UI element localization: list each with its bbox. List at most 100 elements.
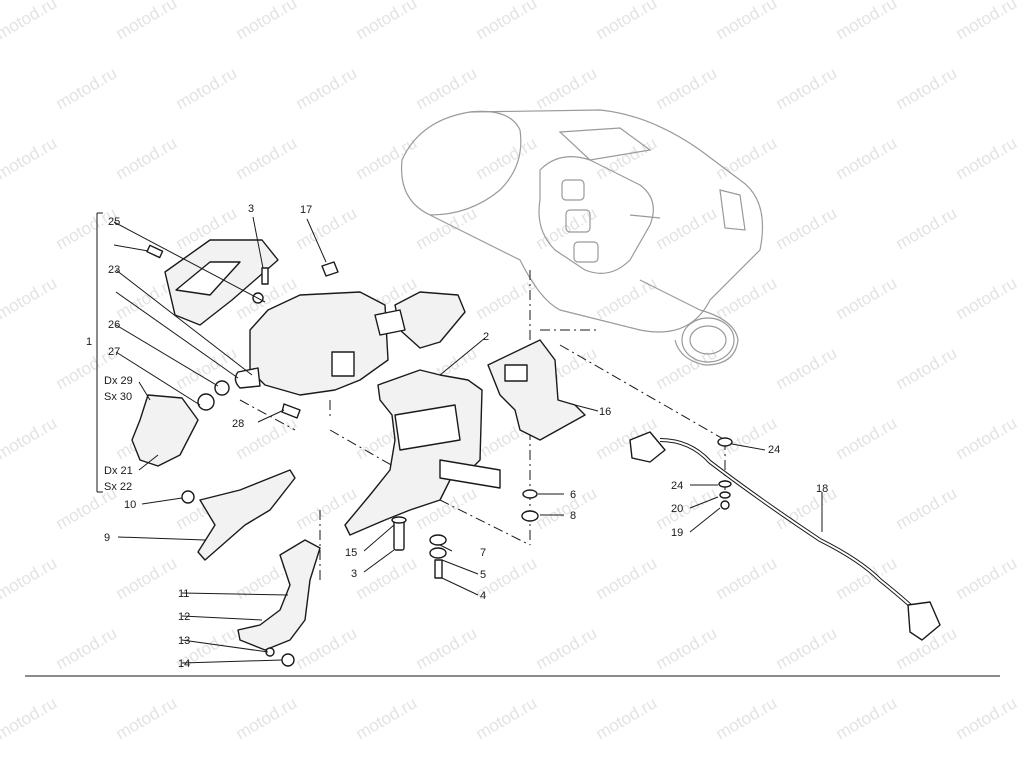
watermark-text: motod.ru	[653, 63, 721, 113]
watermark-text: motod.ru	[233, 133, 301, 183]
callout-26: 26	[108, 319, 120, 331]
watermark-text: motod.ru	[893, 203, 961, 253]
lamp-nozzle	[234, 367, 261, 389]
watermark-text: motod.ru	[773, 343, 841, 393]
callout-10: 10	[124, 499, 136, 511]
watermark-text: motod.ru	[173, 63, 241, 113]
callout-7: 7	[480, 547, 486, 559]
callout-28: 28	[232, 418, 244, 430]
watermark-text: motod.ru	[0, 413, 60, 463]
watermark-text: motod.ru	[53, 203, 121, 253]
watermark-text: motod.ru	[233, 693, 301, 743]
callout-11: 11	[178, 588, 189, 600]
watermark-text: motod.ru	[953, 553, 1021, 603]
watermark-text: motod.ru	[113, 0, 181, 43]
callout-19: 19	[671, 527, 683, 539]
callout-sx22: Sx 22	[104, 481, 132, 493]
callout-5: 5	[480, 569, 486, 581]
bracket-16-slot	[504, 364, 528, 382]
callout-labels: 1 25 23 26 27 Dx 29 Sx 30 Dx 21 Sx 22 3 …	[86, 203, 828, 670]
watermark-text: motod.ru	[833, 273, 901, 323]
watermark-text: motod.ru	[833, 553, 901, 603]
watermark-text: motod.ru	[53, 63, 121, 113]
watermark-text: motod.ru	[533, 483, 601, 533]
callout-15: 15	[345, 547, 357, 559]
watermark-text: motod.ru	[353, 693, 421, 743]
watermark-text: motod.ru	[593, 273, 661, 323]
callout-18: 18	[816, 483, 828, 495]
fasteners	[146, 244, 733, 667]
watermark-text: motod.ru	[953, 0, 1021, 43]
watermark-text: motod.ru	[353, 133, 421, 183]
watermark-text: motod.ru	[233, 0, 301, 43]
watermark-text: motod.ru	[653, 483, 721, 533]
watermark-text: motod.ru	[653, 343, 721, 393]
callout-14: 14	[178, 658, 190, 670]
watermark-text: motod.ru	[0, 133, 60, 183]
watermark-text: motod.ru	[833, 413, 901, 463]
callout-2: 2	[483, 331, 489, 343]
watermark-text: motod.ru	[353, 0, 421, 43]
callout-23: 23	[108, 264, 120, 276]
o-ring-part	[197, 393, 215, 411]
watermark-text: motod.ru	[773, 63, 841, 113]
watermark-text: motod.ru	[833, 133, 901, 183]
callout-dx29: Dx 29	[104, 375, 133, 387]
plate-holder-window	[394, 404, 461, 451]
watermark-text: motod.ru	[593, 553, 661, 603]
watermark-text: motod.ru	[0, 0, 60, 43]
assembly-bracket	[96, 212, 103, 493]
callout-1: 1	[86, 336, 92, 348]
watermark-text: motod.ru	[713, 553, 781, 603]
side-light-stem	[374, 309, 406, 336]
callout-27: 27	[108, 346, 120, 358]
watermark-text: motod.ru	[533, 623, 601, 673]
watermark-text: motod.ru	[413, 63, 481, 113]
bulb-28-part	[281, 403, 301, 419]
tail-lamp-body-part	[249, 291, 389, 396]
watermark-text: motod.ru	[473, 0, 541, 43]
callout-3-bottom: 3	[351, 568, 357, 580]
callout-13: 13	[178, 635, 190, 647]
watermark-text: motod.ru	[833, 0, 901, 43]
callout-12: 12	[178, 611, 190, 623]
bracket-9-part	[197, 469, 296, 561]
watermark-text: motod.ru	[473, 133, 541, 183]
bracket-11-part	[237, 539, 321, 651]
watermark-text: motod.ru	[593, 0, 661, 43]
wiring-harness-part	[629, 431, 941, 641]
callout-sx30: Sx 30	[104, 391, 132, 403]
watermark-text: motod.ru	[353, 553, 421, 603]
callout-8: 8	[570, 510, 576, 522]
watermark-text: motod.ru	[653, 203, 721, 253]
plate-holder-tab	[439, 459, 501, 489]
watermark-text: motod.ru	[473, 693, 541, 743]
watermark-text: motod.ru	[413, 623, 481, 673]
watermark-text: motod.ru	[113, 553, 181, 603]
lamp-socket	[331, 351, 355, 377]
watermark-text: motod.ru	[713, 133, 781, 183]
callout-17: 17	[300, 204, 312, 216]
side-light-part	[394, 291, 466, 349]
callout-25: 25	[108, 216, 120, 228]
watermark-text: motod.ru	[53, 623, 121, 673]
watermark-text: motod.ru	[893, 63, 961, 113]
alignment-lines	[239, 270, 726, 580]
callout-20: 20	[671, 503, 683, 515]
callout-3-top: 3	[248, 203, 254, 215]
watermark-text: motod.ru	[653, 623, 721, 673]
watermark-text: motod.ru	[293, 623, 361, 673]
watermark-text: motod.ru	[0, 273, 60, 323]
watermark-text: motod.ru	[773, 483, 841, 533]
callout-6: 6	[570, 489, 576, 501]
callout-9: 9	[104, 532, 110, 544]
watermark-text: motod.ru	[713, 273, 781, 323]
callout-4: 4	[480, 590, 486, 602]
watermark-text: motod.ru	[893, 343, 961, 393]
watermark-text: motod.ru	[773, 623, 841, 673]
watermark-text: motod.ru	[773, 203, 841, 253]
lamp-cover-lens	[175, 261, 241, 296]
watermark-text: motod.ru	[953, 133, 1021, 183]
